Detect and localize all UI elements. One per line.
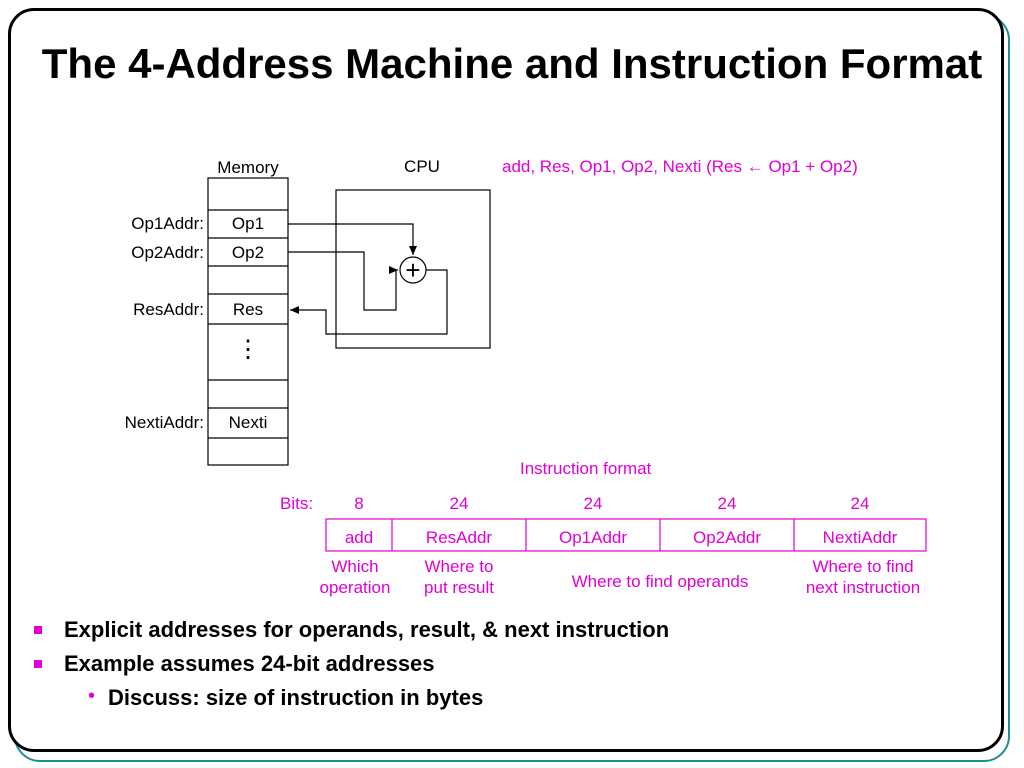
field-nextiaddr: NextiAddr [822, 528, 898, 547]
memory-column [207, 177, 289, 466]
instruction-note: add, Res, Op1, Op2, Nexti (Res ← Op1 + O… [502, 157, 858, 176]
bullet-dot-icon: • [88, 685, 96, 707]
desc-next-line2: next instruction [805, 578, 921, 597]
bits-op2addr: 24 [717, 494, 737, 513]
bits-nextiaddr: 24 [850, 494, 870, 513]
slide-title: The 4-Address Machine and Instruction Fo… [41, 40, 983, 87]
field-op1addr: Op1Addr [558, 528, 628, 547]
bits-op1addr: 24 [583, 494, 603, 513]
res-addr-label: ResAddr: [133, 300, 204, 319]
res-cell: Res [232, 300, 264, 319]
field-add: add [344, 528, 374, 547]
op2-cell: Op2 [231, 243, 265, 262]
field-resaddr: ResAddr [425, 528, 493, 547]
field-op2addr: Op2Addr [692, 528, 762, 547]
plus-symbol: + [405, 255, 421, 285]
format-heading: Instruction format [520, 459, 652, 478]
memory-label: Memory [217, 158, 279, 177]
desc-result-line1: Where to [424, 557, 494, 576]
nexti-addr-label: NextiAddr: [124, 413, 204, 432]
memory-ellipsis: ⋮ [236, 336, 260, 363]
bullet-square-icon [34, 660, 42, 668]
format-boxes [325, 518, 927, 552]
op2-addr-label: Op2Addr: [131, 243, 204, 262]
bullet-1: Explicit addresses for operands, result,… [64, 617, 670, 642]
bullet-square-icon [34, 626, 42, 634]
op1-addr-label: Op1Addr: [131, 214, 204, 233]
bits-resaddr: 24 [449, 494, 469, 513]
nexti-cell: Nexti [228, 413, 268, 432]
desc-result-line2: put result [424, 578, 494, 597]
bits-add: 8 [354, 494, 364, 513]
bullet-2: Example assumes 24-bit addresses [64, 651, 435, 676]
bullet-3: Discuss: size of instruction in bytes [108, 685, 484, 710]
cpu-box [335, 189, 491, 349]
desc-next-line1: Where to find [812, 557, 914, 576]
desc-which-line2: operation [319, 578, 391, 597]
slide-frame [8, 8, 1004, 752]
cpu-label: CPU [404, 157, 440, 176]
data-paths [288, 223, 448, 335]
desc-which-line1: Which [331, 557, 379, 576]
op1-cell: Op1 [231, 214, 265, 233]
bits-label: Bits: [280, 494, 314, 513]
desc-operands: Where to find operands [571, 572, 749, 591]
